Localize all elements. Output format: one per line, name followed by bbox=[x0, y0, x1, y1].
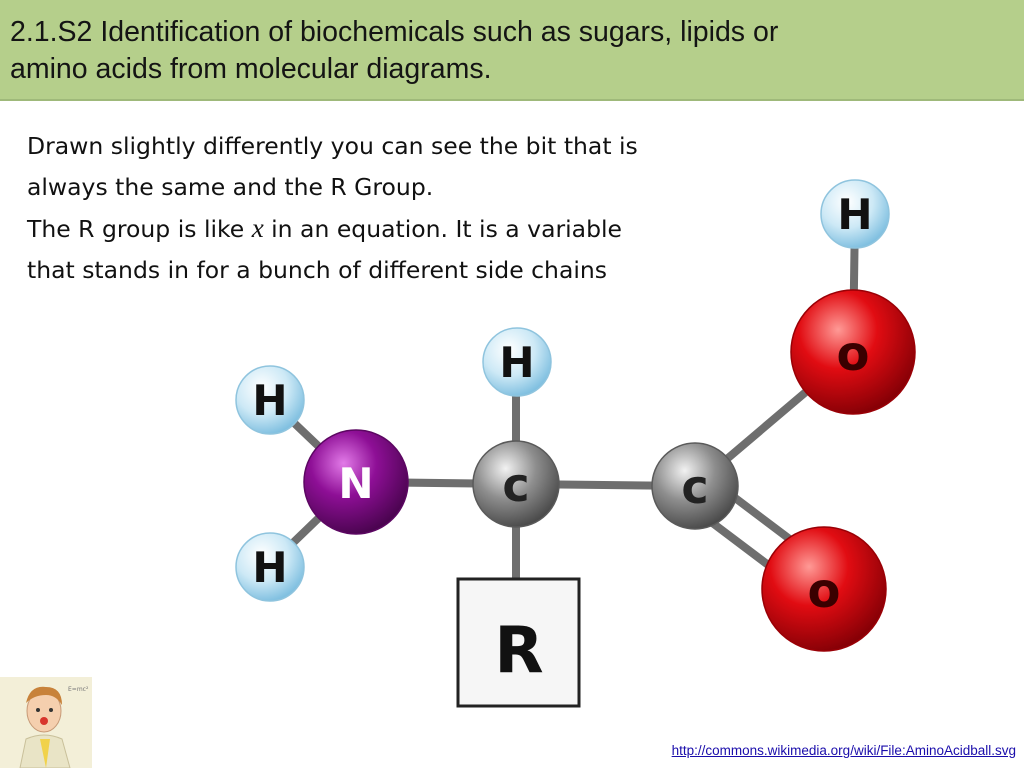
atom-h-top-center-label: H bbox=[499, 338, 534, 387]
atom-h-left-top: H bbox=[235, 365, 305, 435]
body-line-3-after: in an equation. It is a variable bbox=[263, 215, 622, 243]
atom-h-left-top-label: H bbox=[252, 376, 287, 425]
svg-text:E=mc²: E=mc² bbox=[68, 686, 89, 693]
variable-x: x bbox=[251, 213, 264, 243]
slide-title-line-2: amino acids from molecular diagrams. bbox=[10, 53, 492, 85]
r-group-label: R bbox=[494, 614, 543, 688]
atom-carbon-carboxyl-label: c bbox=[681, 460, 708, 514]
atom-nitrogen-label: N bbox=[338, 459, 373, 508]
slide-title-bar: 2.1.S2 Identification of biochemicals su… bbox=[0, 0, 1024, 101]
atom-oxygen-hydroxyl-label: o bbox=[837, 326, 870, 382]
bonds bbox=[266, 210, 859, 602]
body-line-3: The R group is like x in an equation. It… bbox=[27, 208, 757, 250]
atom-carbon-alpha-label: c bbox=[502, 458, 529, 512]
atom-oxygen-double-label: o bbox=[808, 563, 841, 619]
body-line-2: always the same and the R Group. bbox=[27, 173, 434, 201]
r-group-box: R bbox=[456, 577, 581, 708]
atom-carbon-alpha: c bbox=[472, 440, 560, 528]
atom-oxygen-double: o bbox=[761, 526, 887, 652]
atom-nitrogen: N bbox=[303, 429, 409, 535]
atom-h-top-center: H bbox=[482, 327, 552, 397]
atom-h-left-bottom-label: H bbox=[252, 543, 287, 592]
body-line-3-before: The R group is like bbox=[27, 215, 252, 243]
slide-title-line-1: 2.1.S2 Identification of biochemicals su… bbox=[10, 16, 779, 48]
slide-body-text: Drawn slightly differently you can see t… bbox=[27, 126, 757, 291]
source-link[interactable]: http://commons.wikimedia.org/wiki/File:A… bbox=[671, 743, 1016, 758]
body-line-1: Drawn slightly differently you can see t… bbox=[27, 132, 638, 160]
cartoon-thumbnail: E=mc² bbox=[0, 677, 92, 768]
atom-oxygen-hydroxyl: o bbox=[790, 289, 916, 415]
atom-carbon-carboxyl: c bbox=[651, 442, 739, 530]
atom-h-top-right-label: H bbox=[837, 190, 872, 239]
atom-h-left-bottom: H bbox=[235, 532, 305, 602]
body-line-4: that stands in for a bunch of different … bbox=[27, 256, 608, 284]
teacher-cartoon-icon: E=mc² bbox=[0, 677, 92, 768]
atom-h-top-right: H bbox=[820, 179, 890, 249]
